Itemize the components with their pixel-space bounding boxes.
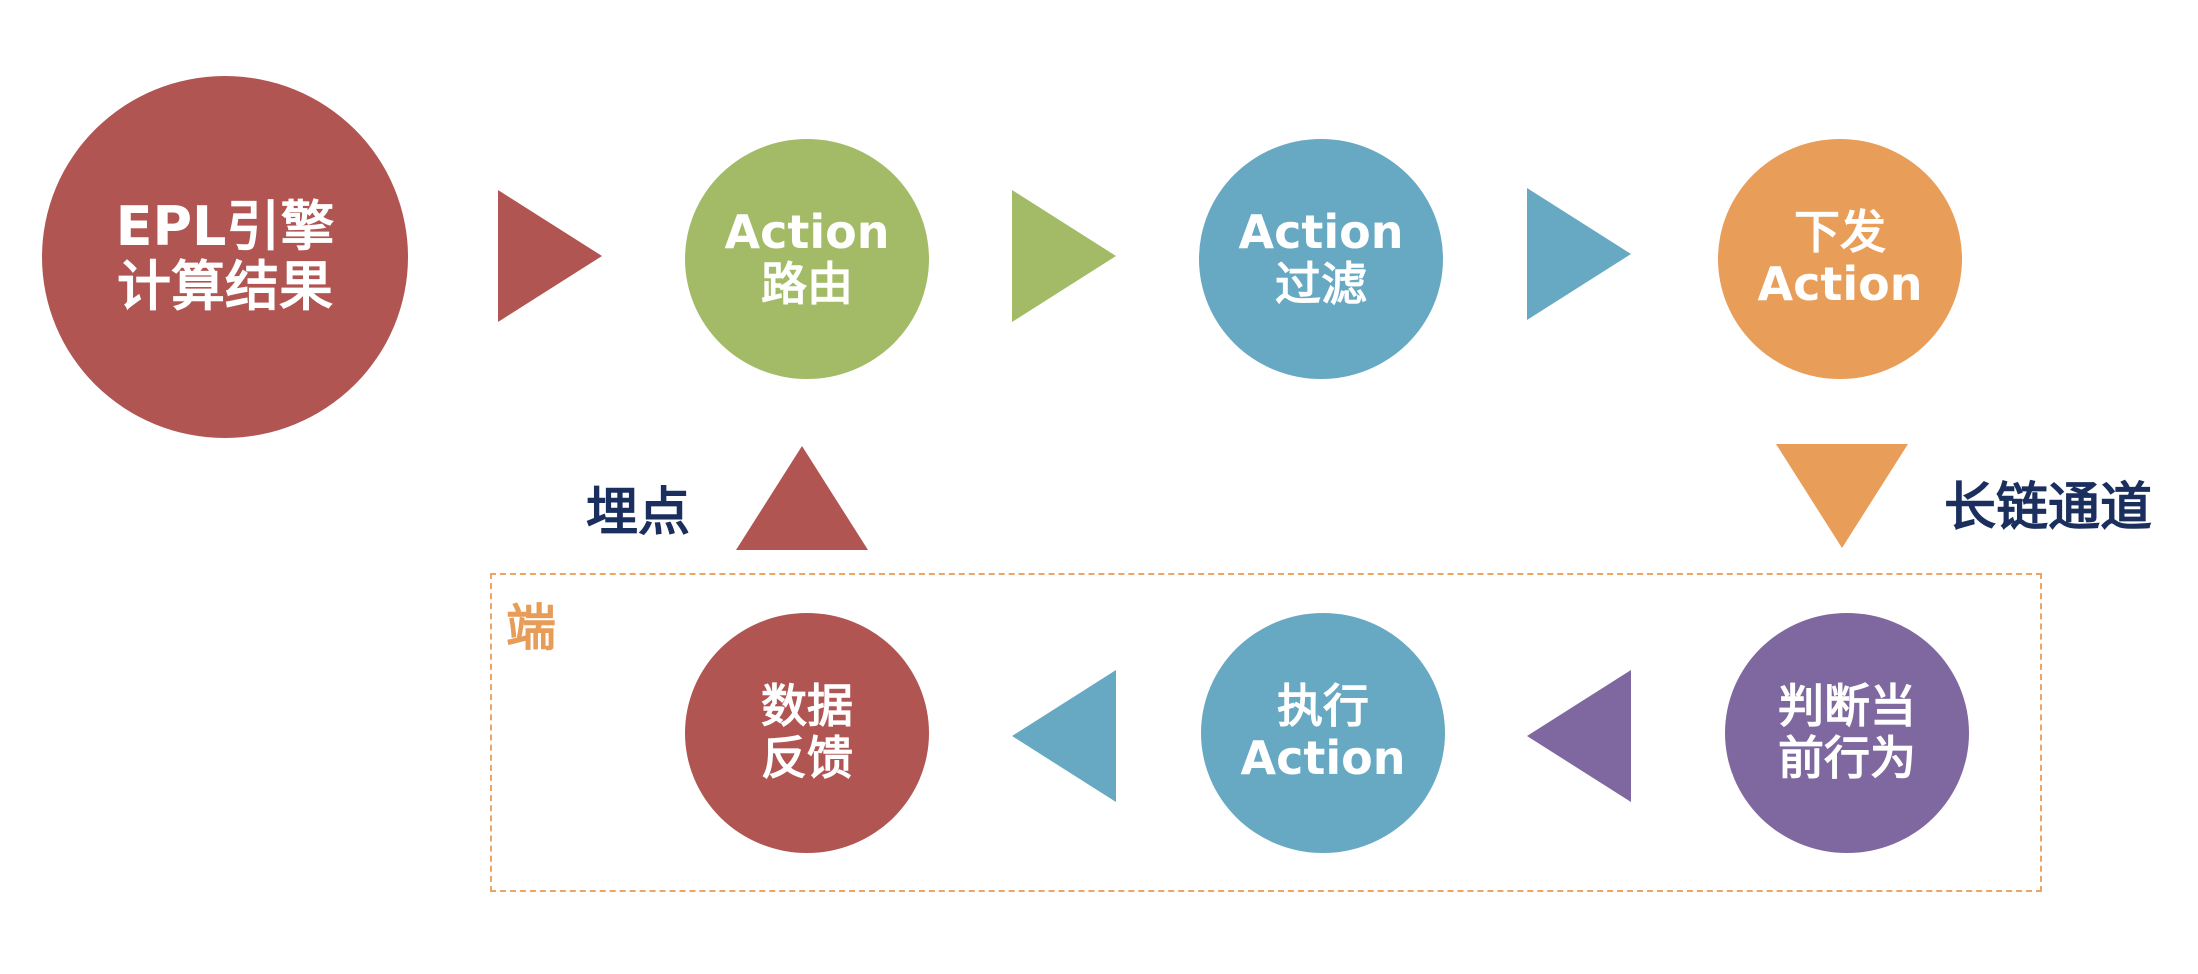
arrow-right-icon	[1012, 190, 1116, 322]
action-route-node: Action 路由	[685, 139, 929, 379]
execute-action-line2: Action	[1240, 731, 1406, 785]
action-filter-line2: 过滤	[1274, 257, 1367, 311]
judge-behavior-line1: 判断当	[1778, 679, 1916, 734]
long-link-channel-caption: 长链通道	[1944, 478, 2153, 538]
arrow-down-icon	[1776, 444, 1908, 548]
judge-behavior-line2: 前行为	[1778, 731, 1916, 785]
data-feedback-node: 数据 反馈	[685, 613, 929, 853]
arrow-feedback-up	[736, 446, 868, 550]
action-route-line1: Action	[724, 205, 890, 260]
data-feedback-line2: 反馈	[761, 731, 853, 785]
tracking-caption: 埋点	[586, 483, 691, 543]
epl-engine-line2: 计算结果	[117, 255, 333, 318]
arrow-engine-to-route	[498, 190, 602, 322]
arrow-execute-to-feedback	[1012, 670, 1116, 802]
client-frame-label: 端	[506, 599, 556, 657]
action-route-line2: 路由	[760, 257, 853, 311]
action-filter-node: Action 过滤	[1199, 139, 1443, 379]
action-filter-line1: Action	[1238, 205, 1404, 260]
client-frame	[490, 573, 2042, 892]
dispatch-action-line1: 下发	[1793, 205, 1886, 260]
arrow-right-icon	[498, 190, 602, 322]
judge-behavior-node: 判断当 前行为	[1725, 613, 1969, 853]
dispatch-action-node: 下发 Action	[1718, 139, 1962, 379]
arrow-left-icon	[1012, 670, 1116, 802]
dispatch-action-line2: Action	[1757, 257, 1923, 311]
execute-action-line1: 执行	[1276, 679, 1369, 734]
arrow-judge-to-execute	[1527, 670, 1631, 802]
data-feedback-line1: 数据	[761, 679, 853, 734]
arrow-up-icon	[736, 446, 868, 550]
arrow-filter-to-dispatch	[1527, 188, 1631, 320]
epl-engine-node: EPL引擎 计算结果	[42, 76, 408, 438]
execute-action-node: 执行 Action	[1201, 613, 1445, 853]
arrow-route-to-filter	[1012, 190, 1116, 322]
arrow-right-icon	[1527, 188, 1631, 320]
arrow-left-icon	[1527, 670, 1631, 802]
arrow-dispatch-down	[1776, 444, 1908, 548]
epl-engine-line1: EPL引擎	[115, 194, 335, 258]
